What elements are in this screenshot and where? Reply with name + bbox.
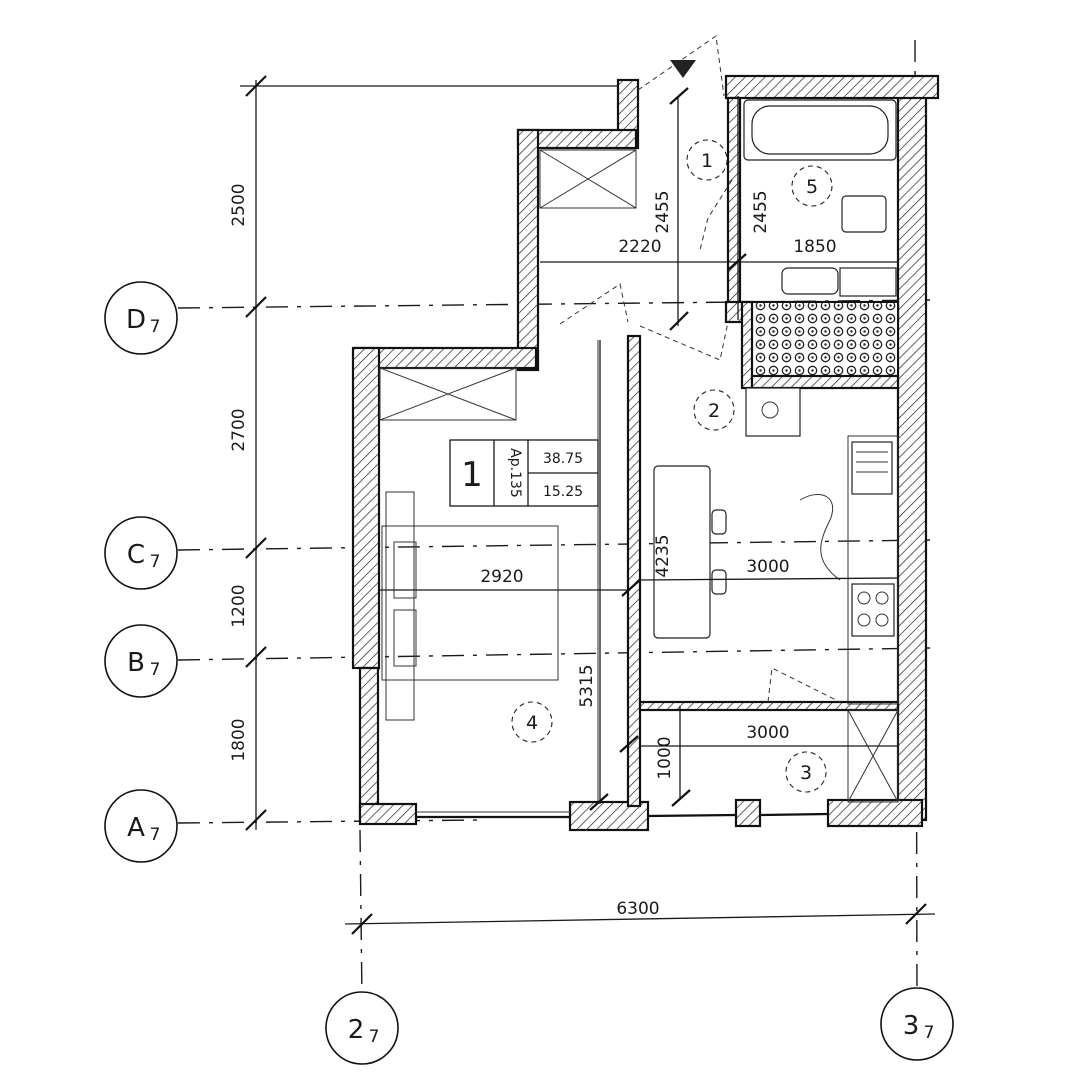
partition-living-kitchen xyxy=(626,334,642,808)
kitchen-sink xyxy=(851,441,893,495)
interior-dimensions: 2220 2455 2455 1850 4235 3000 2920 5315 … xyxy=(380,87,899,811)
axis-bubble-c7: C 7 xyxy=(104,516,178,590)
wall-right xyxy=(896,92,928,822)
wall-loggia-top xyxy=(638,700,900,712)
bath-door-swing xyxy=(699,179,733,251)
wardrobes xyxy=(379,149,899,803)
dim-6300: 6300 xyxy=(616,899,659,919)
dim-1200: 1200 xyxy=(229,584,249,627)
dim-2500: 2500 xyxy=(229,183,249,226)
gas-pipe xyxy=(799,494,841,581)
axis-bubble-col-2: 2 7 xyxy=(325,991,399,1065)
wardrobe-bed-side xyxy=(385,491,415,721)
pillow xyxy=(393,609,417,667)
wall-bottom-right xyxy=(826,798,924,828)
dim-bath-2455: 2455 xyxy=(751,190,771,233)
grid-line-col-3 xyxy=(914,39,918,1001)
dim-1000: 1000 xyxy=(655,736,675,779)
dim-1800: 1800 xyxy=(229,718,249,761)
dim-1850: 1850 xyxy=(793,237,836,257)
apartment-type: Ap.135 xyxy=(507,448,523,498)
grid-line-a7 xyxy=(177,819,481,824)
dim-hall-2455: 2455 xyxy=(653,190,673,233)
pillow xyxy=(393,541,417,599)
stove xyxy=(851,583,895,637)
fridge xyxy=(745,387,801,437)
room-number-2: 2 xyxy=(708,400,720,422)
living-furniture xyxy=(381,340,599,804)
wall-living-top xyxy=(354,346,538,370)
svg-text:7: 7 xyxy=(150,660,161,680)
total-area: 38.75 xyxy=(543,451,583,467)
wardrobe-hall xyxy=(539,149,637,209)
bathroom-fixtures xyxy=(743,99,897,297)
washing-machine xyxy=(839,267,897,297)
svg-text:7: 7 xyxy=(150,552,161,572)
dim-4235: 4235 xyxy=(653,534,673,577)
room-number-1: 1 xyxy=(701,150,713,172)
wardrobe-loggia xyxy=(847,709,899,803)
washbasin xyxy=(841,195,887,233)
entrance-arrow-icon xyxy=(670,60,696,78)
svg-text:7: 7 xyxy=(150,317,161,337)
dim-2700: 2700 xyxy=(229,408,249,451)
svg-text:A: A xyxy=(127,813,145,843)
living-door-swing xyxy=(559,283,629,325)
dining-chair xyxy=(711,569,727,595)
left-dimension-chain: 2500 2700 1200 1800 xyxy=(229,75,620,831)
svg-text:7: 7 xyxy=(150,825,161,845)
kitchen-door-swing xyxy=(639,321,729,361)
bed xyxy=(381,525,559,681)
wall-hall-left xyxy=(516,128,540,372)
dim-loggia-3000: 3000 xyxy=(746,723,789,743)
apartment-number: 1 xyxy=(461,455,483,495)
dim-2220: 2220 xyxy=(618,237,661,257)
dining-table xyxy=(653,465,711,639)
wall-bottom-post xyxy=(734,798,762,828)
dim-kitchen-3000: 3000 xyxy=(746,557,789,577)
dining-chair xyxy=(711,509,727,535)
dim-2920: 2920 xyxy=(480,567,523,587)
svg-text:C: C xyxy=(127,540,145,570)
wardrobe-living xyxy=(379,367,517,421)
wall-top-bath xyxy=(724,74,940,100)
svg-text:B: B xyxy=(127,648,145,678)
living-area: 15.25 xyxy=(543,484,583,500)
svg-text:7: 7 xyxy=(924,1023,935,1043)
svg-text:2: 2 xyxy=(348,1015,365,1045)
axis-bubble-d7: D 7 xyxy=(104,281,178,355)
kitchen-counter xyxy=(847,435,899,705)
room-number-4: 4 xyxy=(526,712,538,734)
grid-line-col-2 xyxy=(359,829,363,1001)
axis-bubble-a7: A 7 xyxy=(104,789,178,863)
kitchen-furniture xyxy=(653,387,899,705)
svg-text:7: 7 xyxy=(369,1027,380,1047)
wall-bottom-left xyxy=(358,802,418,826)
wall-left-lower xyxy=(358,666,380,820)
room-number-5: 5 xyxy=(806,176,818,198)
ventilation-duct xyxy=(751,301,899,387)
axis-bubble-col-3: 3 7 xyxy=(880,987,954,1061)
toilet xyxy=(781,267,839,295)
axis-bubble-b7: B 7 xyxy=(104,624,178,698)
wall-left xyxy=(351,346,381,670)
doors xyxy=(559,35,841,703)
svg-text:3: 3 xyxy=(903,1011,920,1041)
axis-bubbles: D 7 C 7 B 7 A 7 2 7 3 7 xyxy=(104,281,954,1065)
svg-text:D: D xyxy=(126,305,146,335)
bottom-dimension: 6300 xyxy=(344,899,936,935)
apartment-stamp: 1 Ap.135 38.75 15.25 xyxy=(449,439,599,507)
room-numbers: 1 2 3 4 5 xyxy=(511,139,833,793)
grid-line-b7 xyxy=(177,647,931,661)
grid-line-c7 xyxy=(177,539,931,551)
entrance-door-swing xyxy=(637,35,725,97)
dim-5315: 5315 xyxy=(577,664,597,707)
room-number-3: 3 xyxy=(800,762,812,784)
loggia-door-swing xyxy=(767,667,841,703)
walls xyxy=(351,74,940,832)
